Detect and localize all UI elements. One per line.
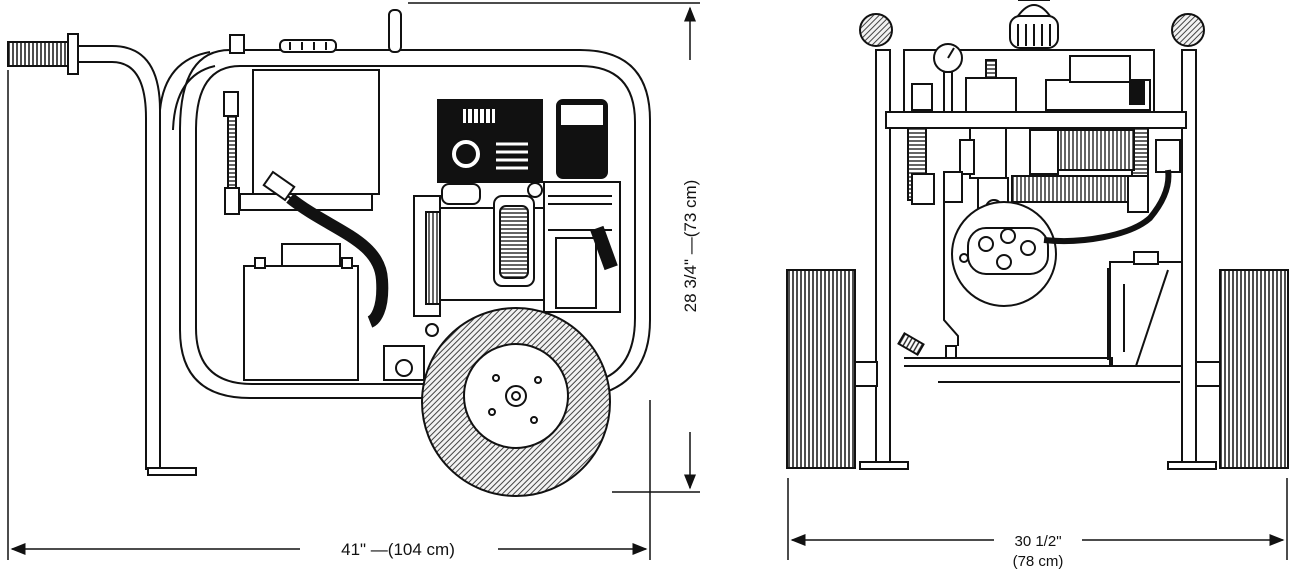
rear-tire-right <box>1219 269 1289 469</box>
battery-box <box>243 265 359 381</box>
side-view-drawing <box>7 9 651 497</box>
side-height-label: 28 3/4" —(73 cm) <box>681 180 700 313</box>
rear-hose <box>1043 169 1172 245</box>
side-dimensions <box>7 2 700 560</box>
rear-width-label-in: 30 1/2" <box>1014 533 1061 550</box>
rear-view-drawing <box>786 0 1289 470</box>
rear-foot-left <box>859 461 909 470</box>
side-width-label: 41" —(104 cm) <box>341 540 455 559</box>
side-foot <box>147 467 197 476</box>
side-wheel <box>421 307 611 497</box>
rear-lamp-left <box>859 13 893 47</box>
rear-dimensions <box>787 478 1288 560</box>
handle-tube <box>78 45 161 470</box>
rear-width-label-cm: (78 cm) <box>1013 553 1064 570</box>
rear-foot-right <box>1167 461 1217 470</box>
rear-lamp-right <box>1171 13 1205 47</box>
rear-tire-left <box>786 269 856 469</box>
handle-grip <box>7 33 79 75</box>
pump-hose <box>286 193 389 328</box>
